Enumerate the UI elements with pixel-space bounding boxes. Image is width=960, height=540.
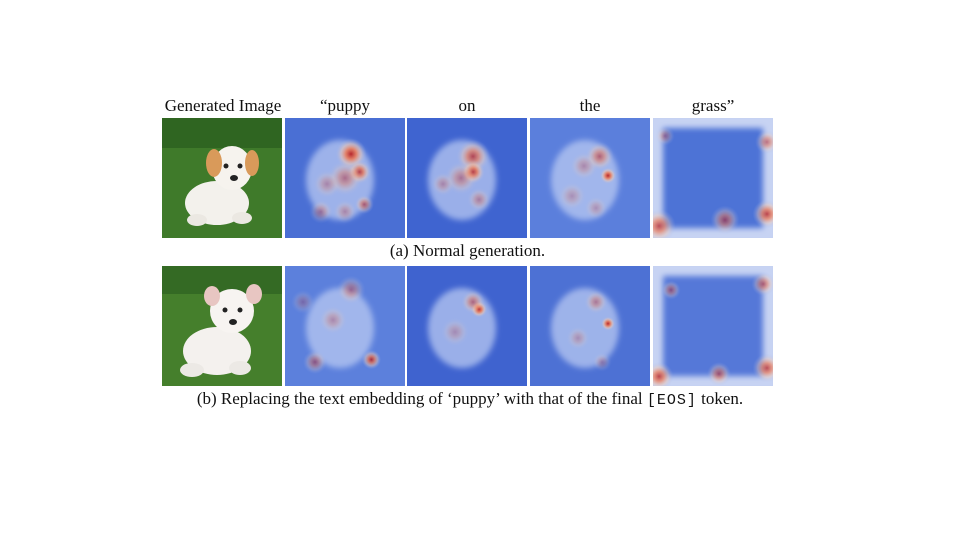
heatmap-hotspot: [336, 275, 366, 305]
column-label-puppy: “puppy: [319, 96, 371, 115]
heatmap-hotspot: [440, 317, 470, 347]
heatmap-hotspot: [461, 290, 485, 314]
heatmap-hotspot: [653, 209, 676, 238]
attention-map-a-puppy: [285, 118, 405, 238]
heatmap-hotspot: [309, 199, 333, 224]
heatmap-hotspot: [566, 326, 590, 350]
heatmap-hotspot: [707, 362, 731, 386]
heatmap-hotspot: [752, 199, 773, 229]
heatmap-hotspot: [318, 305, 348, 335]
attention-map-a-grass: [653, 118, 773, 238]
heatmap-hotspot: [584, 290, 608, 314]
caption-b: (b) Replacing the text embedding of ‘pup…: [160, 388, 780, 410]
attention-map-b-puppy: [285, 266, 405, 386]
heatmap-hotspot: [710, 205, 740, 235]
attention-map-b-grass: [653, 266, 773, 386]
heatmap-hotspot: [655, 126, 675, 146]
attention-map-a-the: [530, 118, 650, 238]
heatmap-hotspot: [592, 352, 612, 372]
heatmap-svg: [530, 266, 650, 386]
caption-b-tail: token.: [701, 389, 744, 408]
heatmap-svg: [653, 118, 773, 238]
column-label-grass: grass”: [691, 96, 735, 115]
generated-puppy-image-b: [162, 266, 282, 386]
puppy-photo-a: [162, 118, 282, 238]
heatmap-hotspot: [291, 290, 315, 314]
attention-map-b-on: [407, 266, 527, 386]
caption-a: (a) Normal generation.: [389, 241, 546, 260]
column-label-on: on: [458, 96, 476, 115]
heatmap-hotspot: [752, 353, 773, 383]
heatmap-hotspot: [354, 194, 374, 214]
heatmap-svg: [407, 118, 527, 238]
column-label-generated-image: Generated Image: [164, 96, 282, 115]
heatmap-hotspot: [600, 316, 616, 331]
puppy-photo-b: [162, 266, 282, 386]
heatmap-hotspot: [557, 181, 587, 211]
heatmap-hotspot: [312, 169, 342, 199]
heatmap-hotspot: [661, 280, 681, 300]
heatmap-svg: [653, 266, 773, 386]
heatmap-halo: [653, 118, 773, 238]
caption-b-text: (b) Replacing the text embedding of ‘pup…: [196, 389, 643, 408]
heatmap-svg: [530, 118, 650, 238]
heatmap-hotspot: [431, 172, 455, 196]
heatmap-hotspot: [584, 196, 608, 220]
heatmap-svg: [285, 266, 405, 386]
heatmap-svg: [407, 266, 527, 386]
heatmap-hotspot: [333, 199, 357, 224]
heatmap-hotspot: [467, 187, 491, 212]
caption-b-eos-token: [EOS]: [646, 392, 697, 409]
heatmap-hotspot: [653, 362, 674, 386]
heatmap-svg: [285, 118, 405, 238]
attention-map-a-on: [407, 118, 527, 238]
heatmap-hotspot: [569, 151, 599, 181]
column-label-the: the: [579, 96, 601, 115]
attention-map-b-the: [530, 266, 650, 386]
heatmap-hotspot: [751, 272, 773, 296]
heatmap-hotspot: [361, 350, 381, 370]
heatmap-hotspot: [755, 130, 773, 154]
heatmap-hotspot: [599, 167, 617, 184]
heatmap-hotspot: [303, 350, 327, 374]
generated-puppy-image-a: [162, 118, 282, 238]
